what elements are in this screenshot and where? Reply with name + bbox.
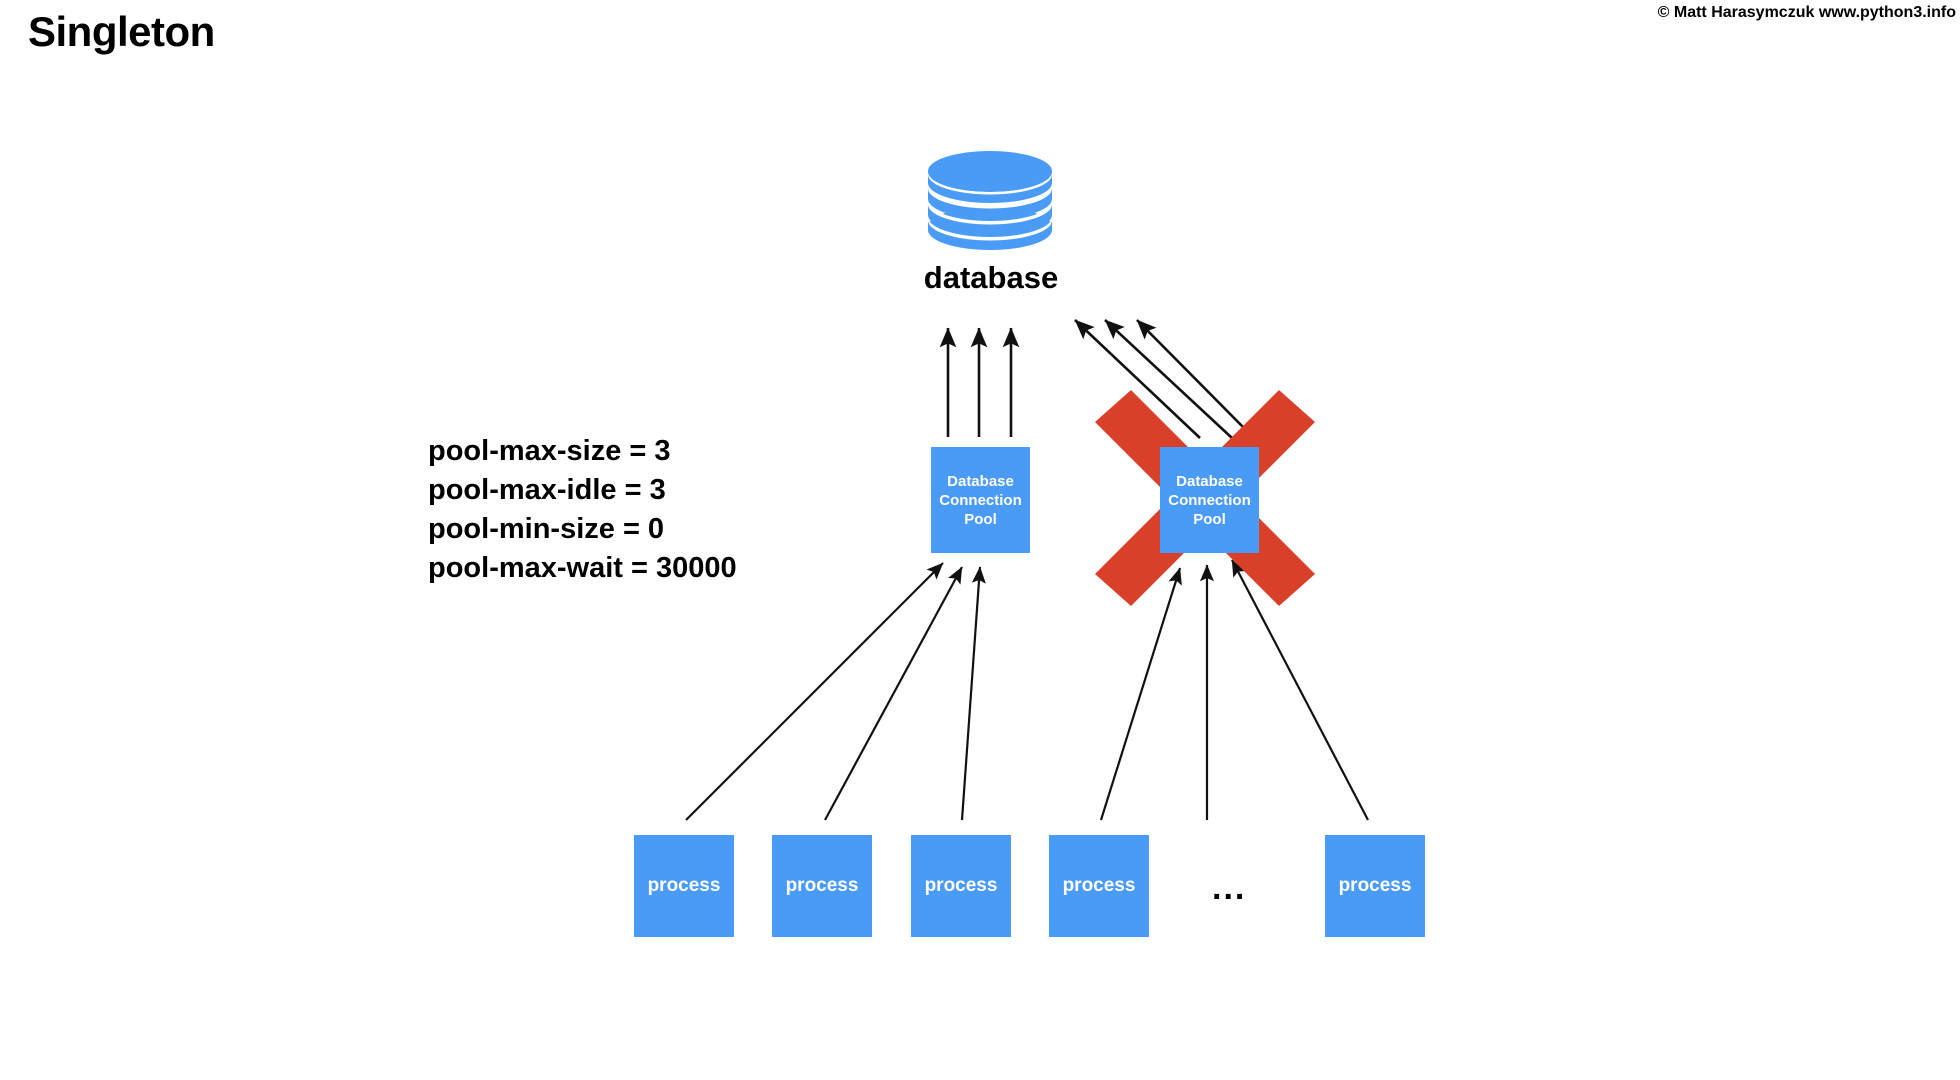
process-box[interactable]: process [1049,835,1149,937]
arrows-pool-b-to-database [1074,319,1245,439]
arrows-pool-a-to-database [939,327,1020,437]
pool-label-line-1: Database [947,472,1014,490]
pool-label-line-2: Connection [939,491,1022,509]
config-line-pool-min-size: pool-min-size = 0 [428,513,665,545]
process-ellipsis: ... [1212,869,1247,907]
config-line-pool-max-wait: pool-max-wait = 30000 [428,552,737,584]
config-line-pool-max-size: pool-max-size = 3 [428,435,671,467]
pool-label-line-3: Pool [964,510,997,528]
arrows-processes-to-pool-b [1099,559,1369,821]
database-cylinder-icon [928,151,1052,250]
process-box[interactable]: process [1325,835,1425,937]
page-title: Singleton [28,8,215,55]
process-box[interactable]: process [634,835,734,937]
database-connection-pool-box-crossed-out[interactable]: Database Connection Pool [1160,447,1259,553]
copyright-notice: © Matt Harasymczuk www.python3.info [1657,4,1956,21]
process-box[interactable]: process [772,835,872,937]
pool-label-line-1: Database [1176,472,1243,490]
database-label: database [923,260,1059,295]
process-box[interactable]: process [911,835,1011,937]
arrows-processes-to-pool-a [685,562,986,821]
pool-label-line-2: Connection [1168,491,1251,509]
database-connection-pool-box-primary[interactable]: Database Connection Pool [931,447,1030,553]
config-line-pool-max-idle: pool-max-idle = 3 [428,474,666,506]
pool-label-line-3: Pool [1193,510,1226,528]
pool-config-block: pool-max-size = 3 pool-max-idle = 3 pool… [428,432,737,588]
